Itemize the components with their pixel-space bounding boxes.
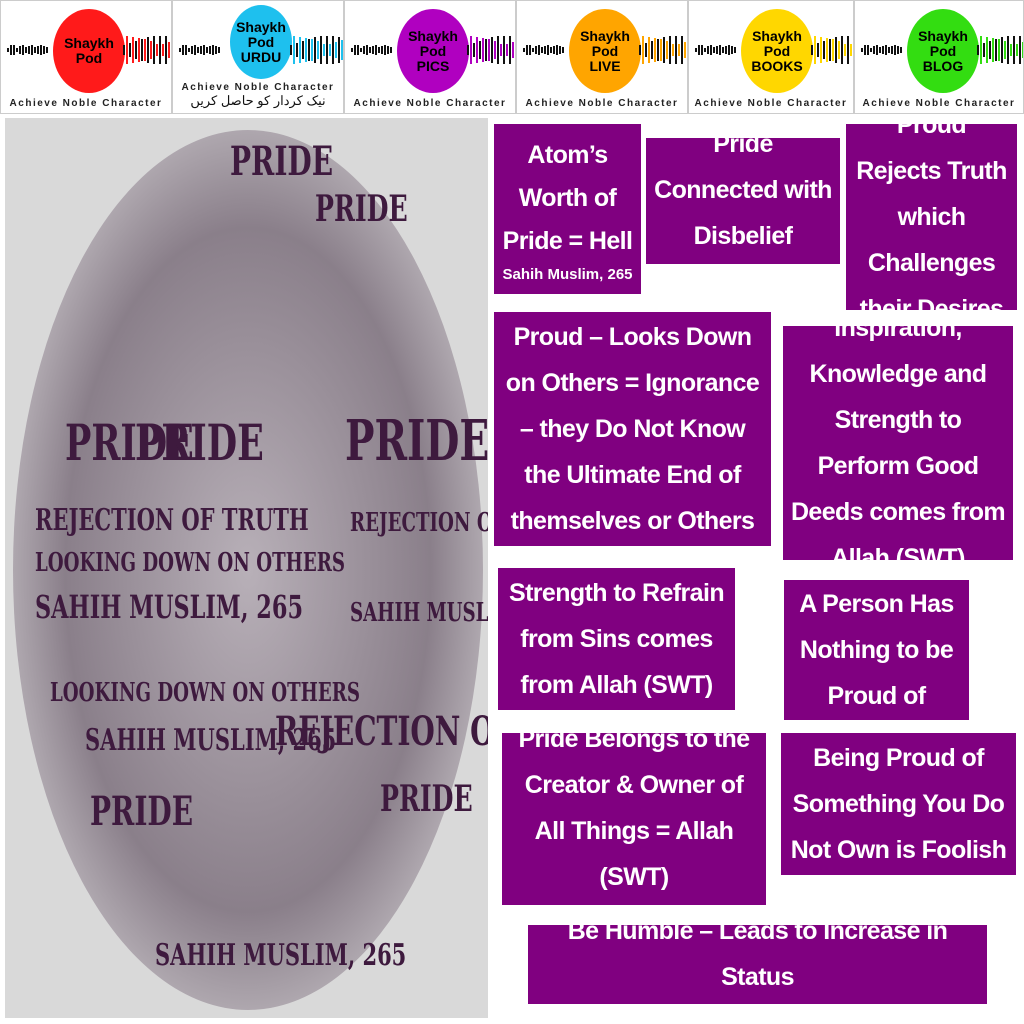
box-title: Being Proud of Something You Do Not Own … [790,744,1007,864]
waveform-icon [7,37,48,63]
word-cloud-disc [13,130,483,1010]
logo-text: Shaykh [236,18,286,35]
box-title: Proud – Looks Down on Others = Ignorance… [505,323,760,535]
box-title: Be Humble – Leads to Increase in Status [567,916,948,991]
logo-text: BOOKS [751,57,803,74]
box-title: Strength to Refrain from Sins comes from… [509,579,725,699]
cloud-word: REJECTION OF TRUTH [350,508,488,538]
box-source: Quran 2:34 [703,262,783,279]
info-box-nothing-proud: A Person Has Nothing to be Proud of [784,580,969,720]
info-box-rejects-truth: Proud Rejects Truth which Challenges the… [846,111,1017,323]
cloud-word: PRIDE [65,413,194,472]
waveform-icon [351,37,392,63]
logo-text: LIVE [589,57,621,74]
cloud-word: PRIDE [345,408,488,474]
waveform-icon [123,36,171,64]
logo-text: Shaykh [580,27,630,44]
waveform-icon [179,37,220,63]
cloud-word: SAHIH MUSLIM, 265 [35,588,304,626]
logo-text: Pod [419,42,447,59]
waveform-icon [467,36,515,64]
waveform-icon [811,36,853,64]
box-source: Jami At Tirmidhi, 2029 [678,1002,837,1020]
logo-text: Pod [763,42,791,59]
cloud-word: REJECTION OF TRUTH [35,503,309,538]
logo-text: Pod [929,42,957,59]
box-title: Inspiration, Knowledge and Strength to P… [790,314,1006,572]
box-title: Atom’s Worth of Pride = Hell [502,140,633,255]
logo-text: BLOG [922,57,964,74]
box-title: Pride Connected with Disbelief [654,130,832,250]
logo-text: Shaykh [408,27,458,44]
info-box-refrain-sins: Strength to Refrain from Sins comes from… [498,568,735,710]
logo-tagline: Achieve Noble Character [525,98,679,109]
waveform-icon [523,37,564,63]
logo-text: Shaykh [752,27,802,44]
logo-text: PICS [416,57,450,74]
info-box-inspiration: Inspiration, Knowledge and Strength to P… [783,314,1013,572]
waveform-icon [695,37,736,63]
waveform-icon [977,36,1023,64]
logo-text: Shaykh [64,35,114,51]
box-source: Sunan Abu Dawud, 4090 [547,903,721,920]
cloud-word: SAHIH MUSLIM, 265 [350,598,488,628]
box-title: A Person Has Nothing to be Proud of [799,590,954,710]
box-title: Pride Belongs to the Creator & Owner of … [518,725,750,891]
cloud-word: LOOKING DOWN ON OTHERS [50,678,360,708]
info-box-looks-down: Proud – Looks Down on Others = Ignorance… [494,312,771,546]
waveform-icon [290,36,343,64]
logo-tagline: Achieve Noble Character [9,98,163,109]
cloud-word: PRIDE [380,778,473,820]
cloud-word: PRIDE [315,188,408,230]
box-source: Sahih Muslim, 265 [502,265,633,283]
pride-word-cloud-image: PRIDE PRIDE PRIDE PRIDE PRIDE REJECTION … [5,118,488,1018]
waveform-icon [861,37,902,63]
waveform-icon [639,36,687,64]
logo-text: Pod [591,42,619,59]
info-box-foolish: Being Proud of Something You Do Not Own … [781,733,1016,875]
logo-text: Shaykh [918,27,968,44]
cloud-word: PRIDE [230,138,334,185]
cloud-word: PRIDE [135,413,264,472]
logo-text: Pod [247,33,275,50]
logo-tagline: Achieve Noble Character [862,98,1016,109]
cloud-word: REJECTION OF TRUTH [275,708,488,755]
logo-text: Pod [75,50,103,66]
cloud-word: SAHIH MUSLIM, 265 [155,938,407,973]
logo-urdu-tagline: نیک کردار کو حاصل کریں [190,93,326,108]
logo-tagline: Achieve Noble Character [181,82,335,93]
logo-tagline: Achieve Noble Character [694,98,848,109]
logo-text: URDU [240,48,282,65]
cloud-word: SAHIH MUSLIM, 265 [85,723,337,758]
cloud-word: PRIDE [90,788,194,835]
info-box-pride-belongs: Pride Belongs to the Creator & Owner of … [502,725,766,920]
logo-tagline: Achieve Noble Character [353,98,507,109]
cloud-word: LOOKING DOWN ON OTHERS [35,548,345,578]
box-title: Proud Rejects Truth which Challenges the… [856,111,1007,323]
